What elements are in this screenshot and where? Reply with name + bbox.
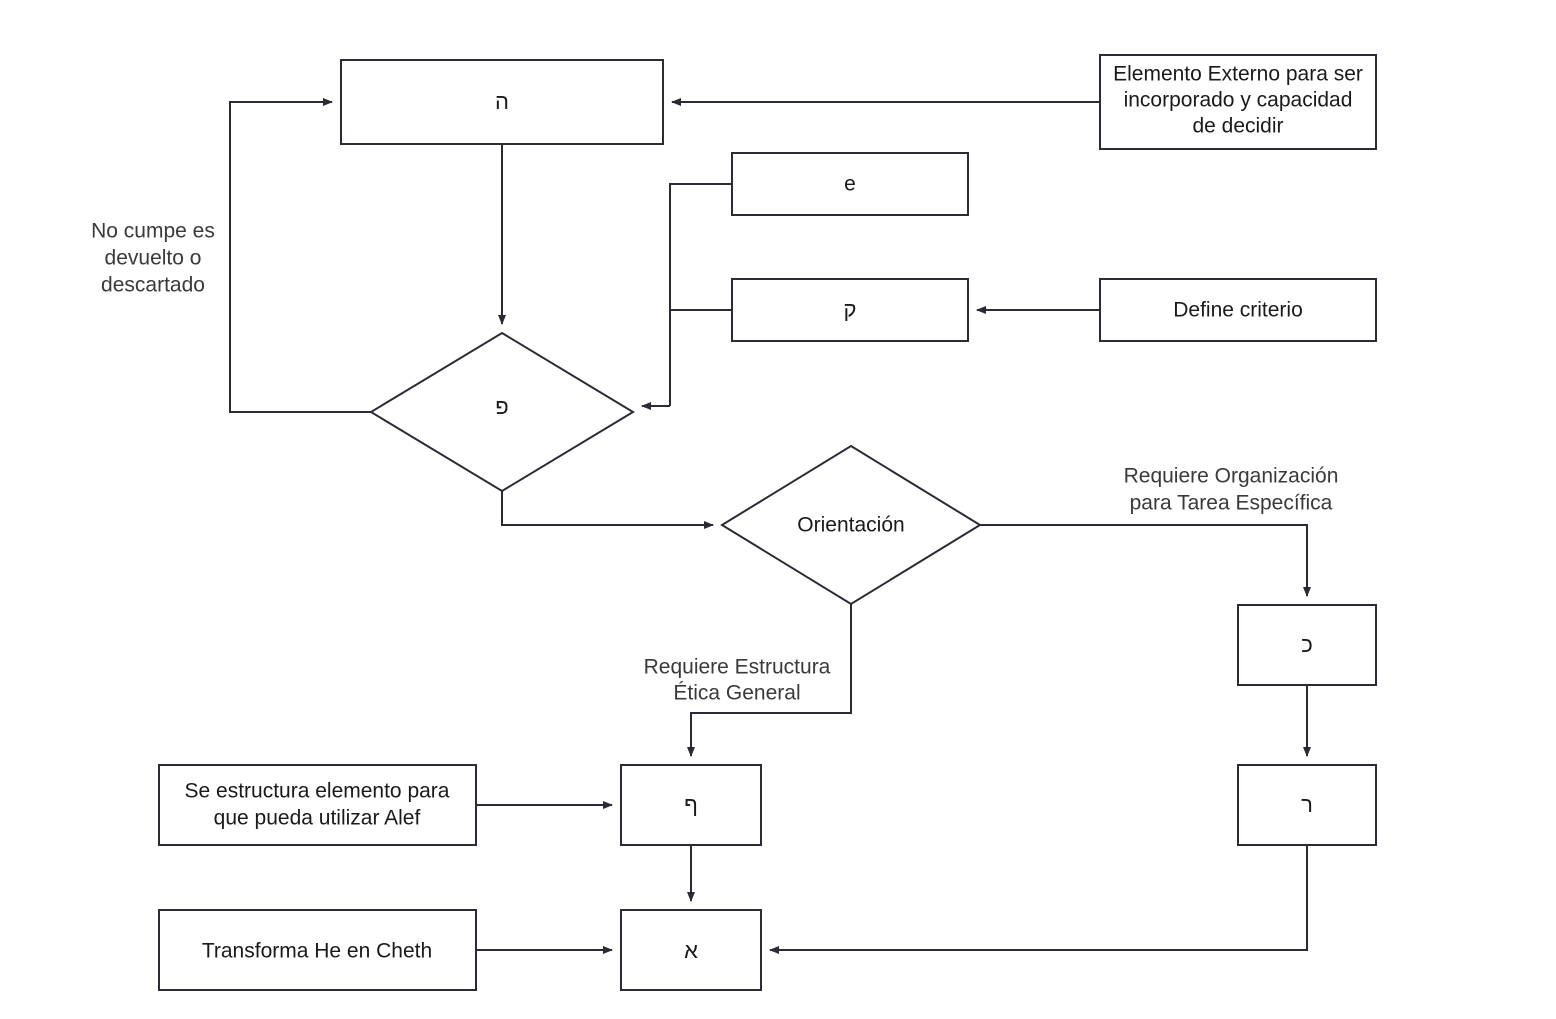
edge-label-requiere-organizacion-line2: para Tarea Específica bbox=[1130, 492, 1333, 515]
node-e[interactable]: e bbox=[731, 152, 969, 216]
node-he[interactable]: ה bbox=[340, 59, 664, 145]
node-qoph[interactable]: ק bbox=[731, 278, 969, 342]
node-elemento-externo-line2: incorporado y capacidad bbox=[1124, 89, 1353, 112]
node-se-estructura-line1: Se estructura elemento para bbox=[185, 780, 450, 803]
node-se-estructura[interactable]: Se estructura elemento para que pueda ut… bbox=[158, 764, 477, 846]
edge-label-requiere-estructura-line1: Requiere Estructura bbox=[644, 656, 831, 679]
edge-e-to-pe bbox=[669, 183, 732, 406]
node-kaph[interactable]: כ bbox=[1237, 604, 1377, 686]
edge-label-requiere-organizacion-line1: Requiere Organización bbox=[1124, 465, 1339, 488]
node-final-pe[interactable]: ף bbox=[620, 764, 762, 846]
node-he-label: ה bbox=[495, 89, 509, 114]
node-elemento-externo-line1: Elemento Externo para ser bbox=[1113, 63, 1363, 86]
node-define-criterio-label: Define criterio bbox=[1173, 299, 1303, 322]
edge-pe-to-orientacion bbox=[501, 491, 714, 529]
node-kaph-label: כ bbox=[1301, 632, 1313, 657]
node-elemento-externo-line3: de decidir bbox=[1192, 115, 1283, 138]
edge-label-no-cumple-line1: No cumpe es bbox=[91, 220, 215, 243]
edge-label-no-cumple-line2: devuelto o bbox=[105, 247, 202, 270]
node-transforma-he[interactable]: Transforma He en Cheth bbox=[158, 909, 477, 991]
node-pe-decision-label: פ bbox=[495, 394, 508, 419]
node-resh[interactable]: ר bbox=[1237, 764, 1377, 846]
node-se-estructura-line2: que pueda utilizar Alef bbox=[214, 807, 421, 830]
node-alef-label: א bbox=[684, 938, 698, 963]
edge-orientacion-to-finalpe bbox=[687, 604, 852, 757]
edge-label-requiere-organizacion: Requiere Organización para Tarea Específ… bbox=[1124, 465, 1339, 515]
node-define-criterio[interactable]: Define criterio bbox=[1099, 278, 1377, 342]
node-pe-decision[interactable]: פ bbox=[369, 331, 635, 493]
node-transforma-he-label: Transforma He en Cheth bbox=[202, 940, 432, 963]
edge-pe-to-he-feedback bbox=[229, 98, 371, 413]
edge-resh-to-alef bbox=[769, 845, 1308, 954]
node-qoph-label: ק bbox=[844, 297, 857, 322]
node-final-pe-label: ף bbox=[684, 792, 698, 817]
node-layer: ה Elemento Externo para ser incorporado … bbox=[158, 54, 1377, 991]
node-e-label: e bbox=[844, 173, 856, 196]
edge-label-no-cumple: No cumpe es devuelto o descartado bbox=[91, 220, 215, 297]
edge-orientacion-to-kaph bbox=[980, 524, 1311, 597]
edge-label-requiere-estructura: Requiere Estructura Ética General bbox=[644, 656, 831, 705]
edge-label-requiere-estructura-line2: Ética General bbox=[673, 682, 800, 705]
node-orientacion-label: Orientación bbox=[797, 514, 904, 537]
node-resh-label: ר bbox=[1301, 792, 1313, 817]
node-orientacion-decision[interactable]: Orientación bbox=[720, 444, 982, 606]
node-alef[interactable]: א bbox=[620, 909, 762, 991]
edge-label-no-cumple-line3: descartado bbox=[101, 274, 205, 297]
edge-label-layer: No cumpe es devuelto o descartado Requie… bbox=[91, 220, 1338, 705]
edge-layer bbox=[229, 98, 1311, 954]
node-elemento-externo[interactable]: Elemento Externo para ser incorporado y … bbox=[1099, 54, 1377, 150]
